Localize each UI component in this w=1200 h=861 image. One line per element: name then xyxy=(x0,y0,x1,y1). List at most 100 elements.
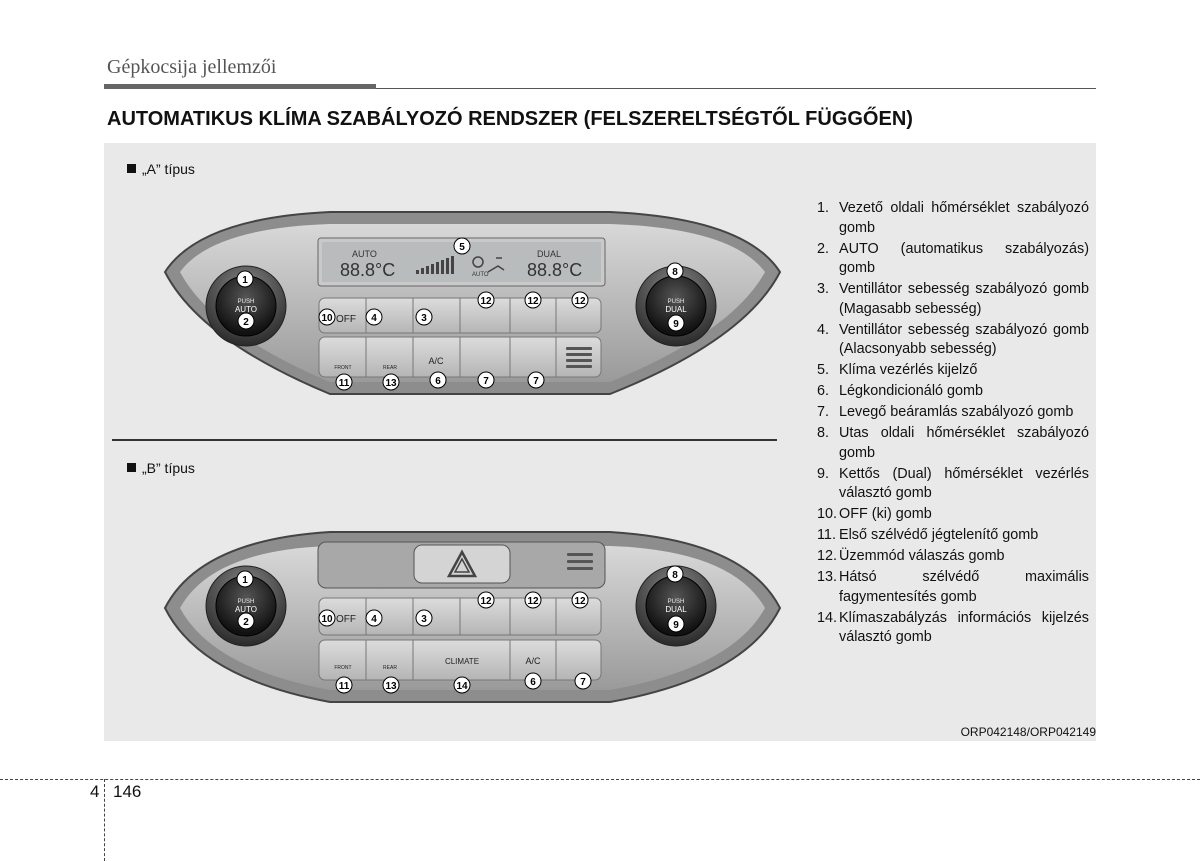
svg-text:AUTO: AUTO xyxy=(235,305,257,314)
callout-b-7: 7 xyxy=(574,672,592,690)
ac-button-label: A/C xyxy=(428,356,444,366)
display-dual-text: DUAL xyxy=(537,249,561,259)
svg-text:7: 7 xyxy=(533,376,539,387)
panel-a-diagram: AUTO DUAL 88.8°C 88.8°C AUTO PUSH AUTO P… xyxy=(163,211,782,395)
legend-item: 3.Ventillátor sebesség szabályozó gomb (… xyxy=(817,281,1089,317)
svg-text:10: 10 xyxy=(321,313,333,324)
svg-text:REAR: REAR xyxy=(383,365,397,371)
callout-2: 2 xyxy=(237,312,255,330)
legend-item: 10.OFF (ki) gomb xyxy=(817,506,932,522)
callout-10: 10 xyxy=(318,308,336,326)
svg-text:9: 9 xyxy=(673,319,679,330)
svg-text:PUSH: PUSH xyxy=(238,599,255,605)
svg-text:DUAL: DUAL xyxy=(665,305,687,314)
svg-text:7: 7 xyxy=(580,677,586,688)
svg-text:2: 2 xyxy=(243,317,249,328)
passenger-temp-knob[interactable]: PUSH DUAL xyxy=(635,265,717,347)
legend-item: 13.Hátsó szélvédő maximális fagymentesít… xyxy=(817,569,1089,605)
callout-b-6: 6 xyxy=(524,672,542,690)
callout-5: 5 xyxy=(453,237,471,255)
legend-item: 5.Klíma vezérlés kijelző xyxy=(817,362,978,378)
legend-item: 2.AUTO (automatikus szabályozás) gomb xyxy=(817,240,1089,277)
svg-text:1: 1 xyxy=(242,275,248,286)
page-number: 146 xyxy=(113,782,142,801)
svg-text:1: 1 xyxy=(242,575,248,586)
callout-12b: 12 xyxy=(524,291,542,309)
svg-text:REAR: REAR xyxy=(383,665,397,671)
fan-level-bars-icon xyxy=(416,256,454,274)
display-temp-right: 88.8°C xyxy=(527,260,582,280)
callout-3: 3 xyxy=(415,308,433,326)
legend-item: 11.Első szélvédő jégtelenítő gomb xyxy=(817,527,1039,543)
callout-b-1: 1 xyxy=(236,570,254,588)
passenger-temp-knob-b[interactable]: PUSH DUAL xyxy=(635,565,717,647)
legend-item: 14.Klímaszabályzás információs kijelzés … xyxy=(817,609,1089,646)
off-button-label: OFF xyxy=(336,314,356,325)
svg-text:14: 14 xyxy=(456,681,468,692)
svg-text:3: 3 xyxy=(421,614,427,625)
svg-text:3: 3 xyxy=(421,313,427,324)
ac-button-b-label: A/C xyxy=(525,656,541,666)
vent-grille-b-icon xyxy=(567,553,593,570)
callout-b-12a: 12 xyxy=(477,591,495,609)
off-button-b-label: OFF xyxy=(336,614,356,625)
legend-item: 12.Üzemmód válaszás gomb xyxy=(817,548,1005,564)
svg-text:9: 9 xyxy=(673,620,679,631)
callout-b-3: 3 xyxy=(415,609,433,627)
legend-item: 9.Kettős (Dual) hőmérséklet vezérlés vál… xyxy=(817,465,1089,502)
svg-text:6: 6 xyxy=(435,376,441,387)
svg-text:FRONT: FRONT xyxy=(334,365,351,371)
callout-b-4: 4 xyxy=(365,609,383,627)
svg-text:13: 13 xyxy=(385,681,397,692)
svg-text:12: 12 xyxy=(480,296,492,307)
callout-b-14: 14 xyxy=(453,676,471,694)
svg-text:PUSH: PUSH xyxy=(238,299,255,305)
header-rule-thick xyxy=(104,84,376,89)
svg-text:4: 4 xyxy=(371,313,377,324)
callout-11: 11 xyxy=(335,373,353,391)
type-b-label: „B” típus xyxy=(127,460,195,476)
callout-8: 8 xyxy=(666,262,684,280)
svg-text:AUTO: AUTO xyxy=(235,605,257,614)
figure-divider xyxy=(112,439,777,441)
callout-b-9: 9 xyxy=(667,615,685,633)
callout-b-12b: 12 xyxy=(524,591,542,609)
svg-text:11: 11 xyxy=(339,681,350,692)
svg-text:PUSH: PUSH xyxy=(668,599,685,605)
image-code: ORP042148/ORP042149 xyxy=(960,725,1096,739)
vent-grille-icon xyxy=(566,347,592,368)
svg-text:12: 12 xyxy=(527,296,539,307)
legend-list: 1.Vezető oldali hőmérséklet szabályozó g… xyxy=(817,199,1089,649)
footer-dashed-divider xyxy=(104,779,105,861)
display-airflow-icon xyxy=(472,256,505,273)
callout-7a: 7 xyxy=(477,371,495,389)
header-rule-thin xyxy=(376,88,1096,89)
driver-temp-knob[interactable]: PUSH AUTO xyxy=(205,265,287,347)
svg-text:12: 12 xyxy=(527,596,539,607)
svg-text:12: 12 xyxy=(480,596,492,607)
callout-1: 1 xyxy=(236,270,254,288)
svg-text:8: 8 xyxy=(672,267,678,278)
callout-6: 6 xyxy=(429,371,447,389)
callout-b-11: 11 xyxy=(335,676,353,694)
callout-b-13: 13 xyxy=(382,676,400,694)
svg-text:13: 13 xyxy=(385,378,397,389)
callout-13: 13 xyxy=(382,373,400,391)
legend-item: 1.Vezető oldali hőmérséklet szabályozó g… xyxy=(817,200,1089,236)
callout-12a: 12 xyxy=(477,291,495,309)
climate-button-label: CLIMATE xyxy=(445,657,479,666)
hazard-button[interactable] xyxy=(413,544,511,584)
callout-b-12c: 12 xyxy=(571,591,589,609)
callout-b-2: 2 xyxy=(237,612,255,630)
svg-text:12: 12 xyxy=(574,596,586,607)
callout-4: 4 xyxy=(365,308,383,326)
callout-b-8: 8 xyxy=(666,565,684,583)
driver-temp-knob-b[interactable]: PUSH AUTO xyxy=(205,565,287,647)
legend-item: 8.Utas oldali hőmérséklet szabályozó gom… xyxy=(817,425,1089,461)
display-temp-left: 88.8°C xyxy=(340,260,395,280)
svg-text:4: 4 xyxy=(371,614,377,625)
svg-text:8: 8 xyxy=(672,570,678,581)
svg-text:6: 6 xyxy=(530,677,536,688)
svg-text:5: 5 xyxy=(459,242,465,253)
